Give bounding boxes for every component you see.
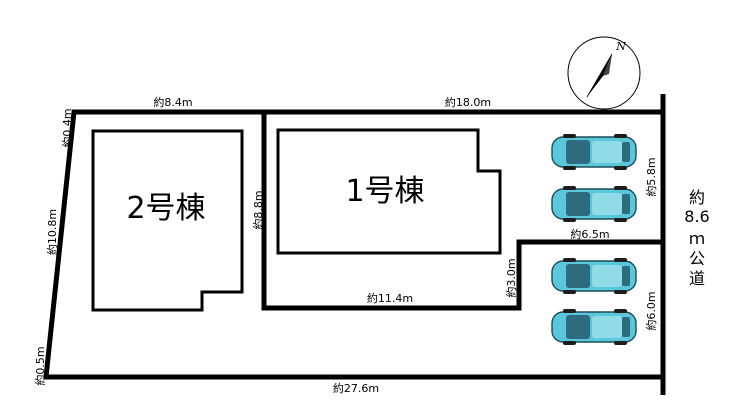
dim-parking-lower: 約6.0m <box>644 291 658 330</box>
building-2-label: 2号棟 <box>126 191 205 226</box>
north-arrow: N <box>567 36 641 110</box>
dim-parking-upper: 約5.8m <box>644 157 658 196</box>
dim-divider: 約8.8m <box>251 190 265 229</box>
north-label: N <box>615 40 626 53</box>
road-label-2: 8.6 <box>684 207 709 226</box>
building-1-outline <box>276 128 502 255</box>
car-4-icon <box>551 309 637 345</box>
road-label-1: 約 <box>689 188 705 207</box>
car-3-icon <box>551 258 637 294</box>
building-1-label: 1号棟 <box>345 174 424 209</box>
dim-top-left: 約8.4m <box>153 95 192 109</box>
road-label-5: 道 <box>689 269 705 288</box>
car-2-icon <box>551 186 637 222</box>
dim-left-side: 約10.8m <box>45 209 59 255</box>
dim-step-vertical: 約3.0m <box>504 258 518 297</box>
dim-top-right: 約18.0m <box>445 95 491 109</box>
dim-lot1-bottom: 約11.4m <box>367 291 413 305</box>
road-label-4: 公 <box>689 249 705 268</box>
dim-left-bottom: 約0.5m <box>33 346 47 385</box>
dim-left-top: 約0.4m <box>60 108 74 147</box>
building-2-outline <box>91 129 244 312</box>
lot-divider <box>261 112 663 311</box>
dim-bottom: 約27.6m <box>333 381 379 395</box>
road-label-3: ｍ <box>689 229 705 248</box>
dim-step-horizontal: 約6.5m <box>570 227 609 241</box>
car-1-icon <box>551 134 637 170</box>
